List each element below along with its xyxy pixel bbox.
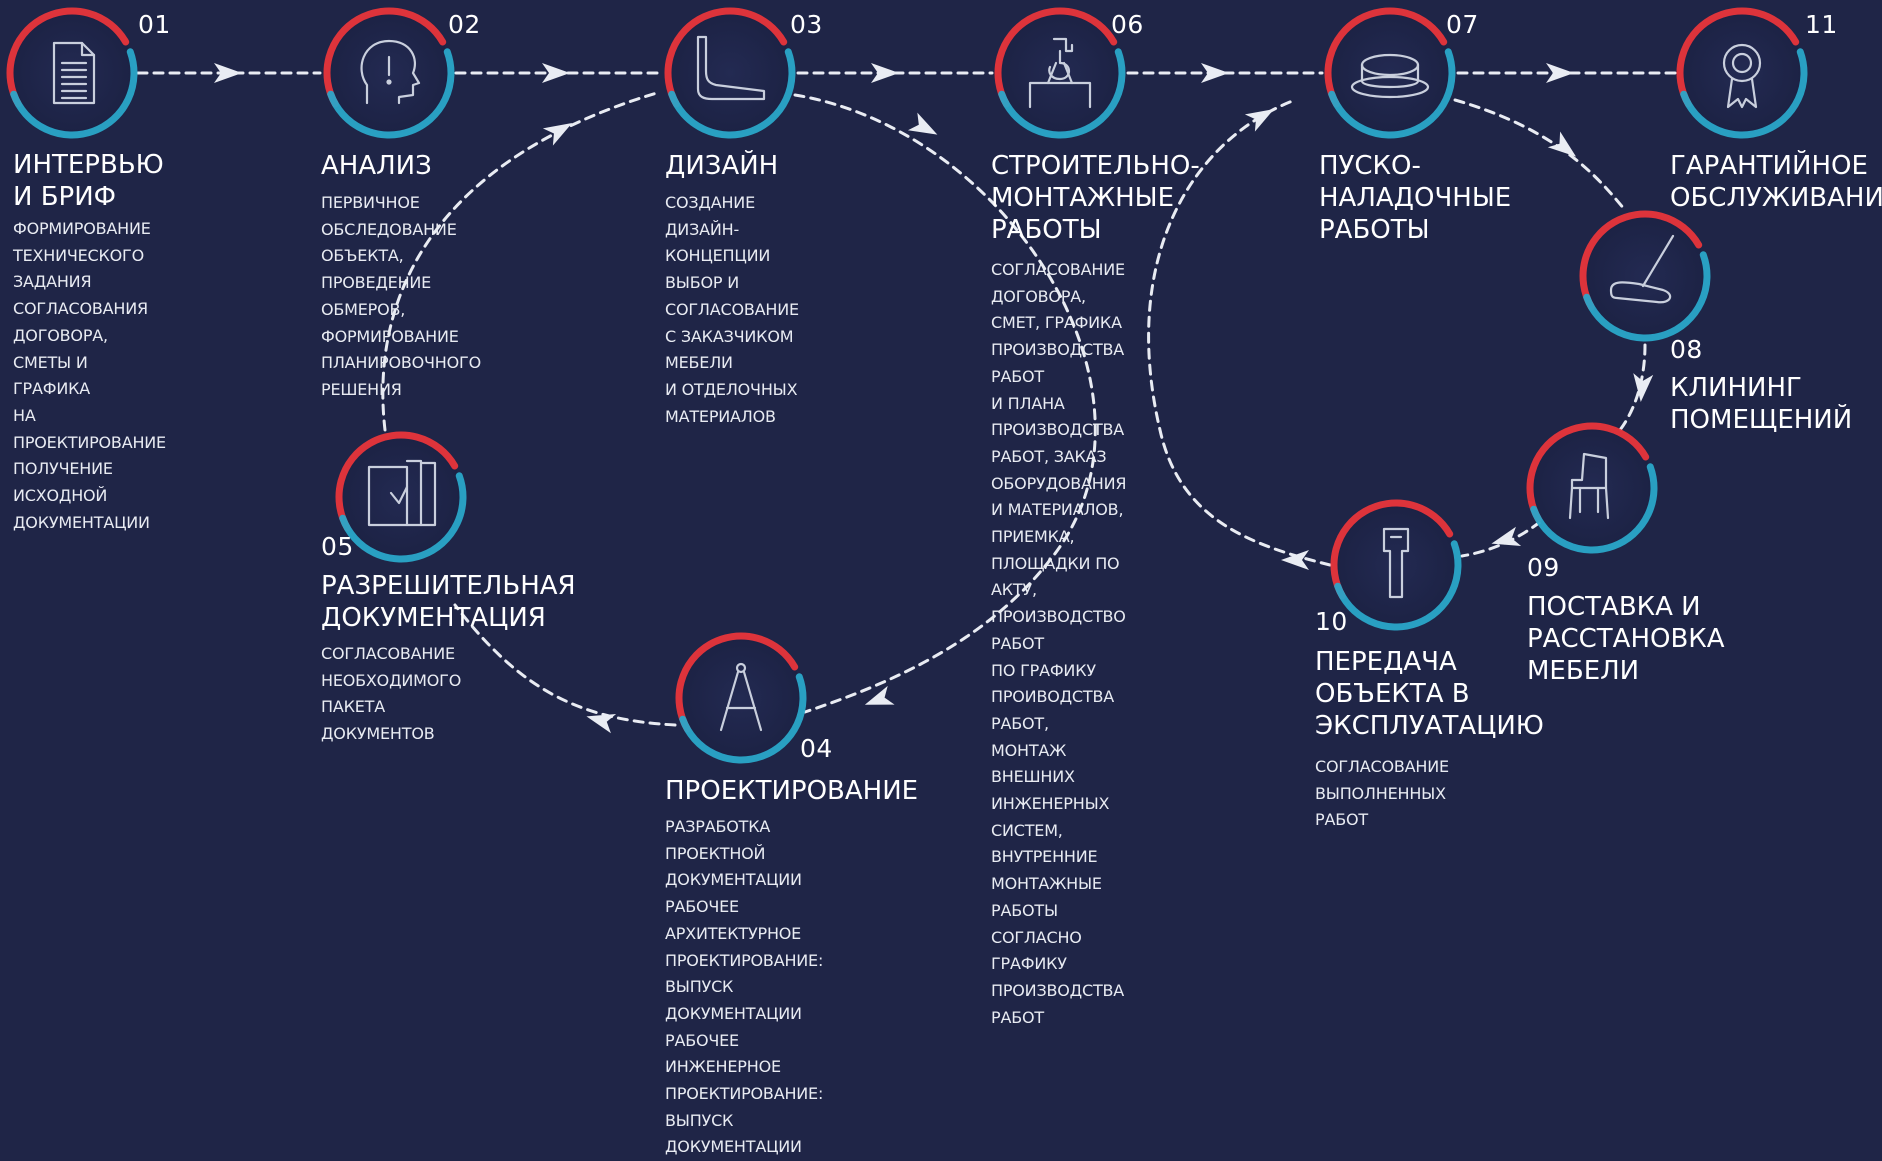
step-number: 05 xyxy=(321,532,354,561)
step-description: СОГЛАСОВАНИЕ ДОГОВОРА, СМЕТ, ГРАФИКА ПРО… xyxy=(991,260,1127,1027)
step-title: ПРОЕКТИРОВАНИЕ xyxy=(665,776,919,806)
step-number: 08 xyxy=(1670,335,1703,364)
compass-ring xyxy=(675,632,807,764)
key-ring xyxy=(1330,499,1462,631)
arrow-07-11 xyxy=(1546,63,1574,83)
document-icon xyxy=(52,41,96,105)
step-description: ПЕРВИЧНОЕ ОБСЛЕДОВАНИЕ ОБЪЕКТА, ПРОВЕДЕН… xyxy=(321,193,481,399)
step-description: СОГЛАСОВАНИЕ ВЫПОЛНЕННЫХ РАБОТ xyxy=(1315,757,1449,830)
step-description: ФОРМИРОВАНИЕ ТЕХНИЧЕСКОГО ЗАДАНИЯ СОГЛАС… xyxy=(13,219,166,532)
step-number: 09 xyxy=(1527,553,1560,582)
arrow-06-07 xyxy=(1201,63,1229,83)
step-number: 10 xyxy=(1315,607,1348,636)
step-number: 04 xyxy=(800,734,833,763)
compass-icon xyxy=(719,662,763,732)
vacuum-ring xyxy=(1579,210,1711,342)
arrow-to-07 xyxy=(1244,109,1275,132)
step-description: СОГЛАСОВАНИЕ НЕОБХОДИМОГО ПАКЕТА ДОКУМЕН… xyxy=(321,644,462,744)
chair-icon xyxy=(1568,452,1610,520)
crane-hook-icon xyxy=(1028,37,1092,109)
connector-08-09 xyxy=(1618,343,1647,432)
head-ring xyxy=(323,7,455,139)
step-number: 06 xyxy=(1111,10,1144,39)
arrow-04-05 xyxy=(586,713,617,734)
chair-ring xyxy=(1526,422,1658,554)
step-title: ПОСТАВКА И РАССТАНОВКА МЕБЕЛИ xyxy=(1527,592,1725,686)
arrow-03-06 xyxy=(871,63,899,83)
award-icon xyxy=(1722,43,1762,109)
document-ring xyxy=(6,7,138,139)
arrow-03-04-b xyxy=(864,685,895,705)
step-title: КЛИНИНГ ПОМЕЩЕНИЙ xyxy=(1670,373,1853,435)
key-icon xyxy=(1382,527,1410,599)
step-title: АНАЛИЗ xyxy=(321,151,432,181)
step-number: 11 xyxy=(1805,10,1838,39)
button-ring xyxy=(1324,7,1456,139)
connector-10-07 xyxy=(1147,98,1332,567)
process-flow-diagram xyxy=(6,7,1808,764)
arrow-02-03 xyxy=(542,63,570,83)
step-title: ГАРАНТИЙНОЕ ОБСЛУЖИВАНИЕ xyxy=(1670,151,1882,213)
arrow-09-10 xyxy=(1491,526,1522,547)
connector-04-05 xyxy=(453,603,677,727)
button-icon xyxy=(1350,53,1430,99)
arrow-03-04-a xyxy=(907,112,938,135)
connector-05-03 xyxy=(381,90,662,432)
arrow-07-08 xyxy=(1547,131,1577,157)
step-description: СОЗДАНИЕ ДИЗАЙН-КОНЦЕПЦИИ ВЫБОР И СОГЛАС… xyxy=(665,193,799,426)
chair-profile-icon xyxy=(696,35,766,101)
head-icon xyxy=(360,39,421,105)
folders-icon xyxy=(367,459,437,527)
step-title: ИНТЕРВЬЮ И БРИФ xyxy=(13,150,164,212)
arrow-05-03 xyxy=(542,123,573,146)
folders-ring xyxy=(335,431,467,563)
arrow-01-02 xyxy=(214,63,242,83)
step-number: 02 xyxy=(448,10,481,39)
step-title: СТРОИТЕЛЬНО- МОНТАЖНЫЕ РАБОТЫ xyxy=(991,151,1200,245)
step-title: ДИЗАЙН xyxy=(665,151,779,181)
crane-hook-ring xyxy=(994,7,1126,139)
arrow-08-09 xyxy=(1633,373,1654,402)
connector-09-10 xyxy=(1460,520,1542,558)
connector-07-08 xyxy=(1453,98,1627,212)
vacuum-icon xyxy=(1609,234,1675,304)
step-number: 07 xyxy=(1446,10,1479,39)
step-title: ПУСКО- НАЛАДОЧНЫЕ РАБОТЫ xyxy=(1319,151,1512,245)
step-number: 01 xyxy=(138,10,171,39)
arrow-10-left xyxy=(1281,550,1309,570)
step-title: РАЗРЕШИТЕЛЬНАЯ ДОКУМЕНТАЦИЯ xyxy=(321,571,576,633)
step-rings xyxy=(6,7,1808,764)
step-number: 03 xyxy=(790,10,823,39)
chair-profile-ring xyxy=(664,7,796,139)
dashed-connectors xyxy=(136,63,1677,734)
step-description: РАЗРАБОТКА ПРОЕКТНОЙ ДОКУМЕНТАЦИИ РАБОЧЕ… xyxy=(665,817,824,1157)
award-ring xyxy=(1676,7,1808,139)
step-title: ПЕРЕДАЧА ОБЪЕКТА В ЭКСПЛУАТАЦИЮ xyxy=(1315,647,1544,741)
